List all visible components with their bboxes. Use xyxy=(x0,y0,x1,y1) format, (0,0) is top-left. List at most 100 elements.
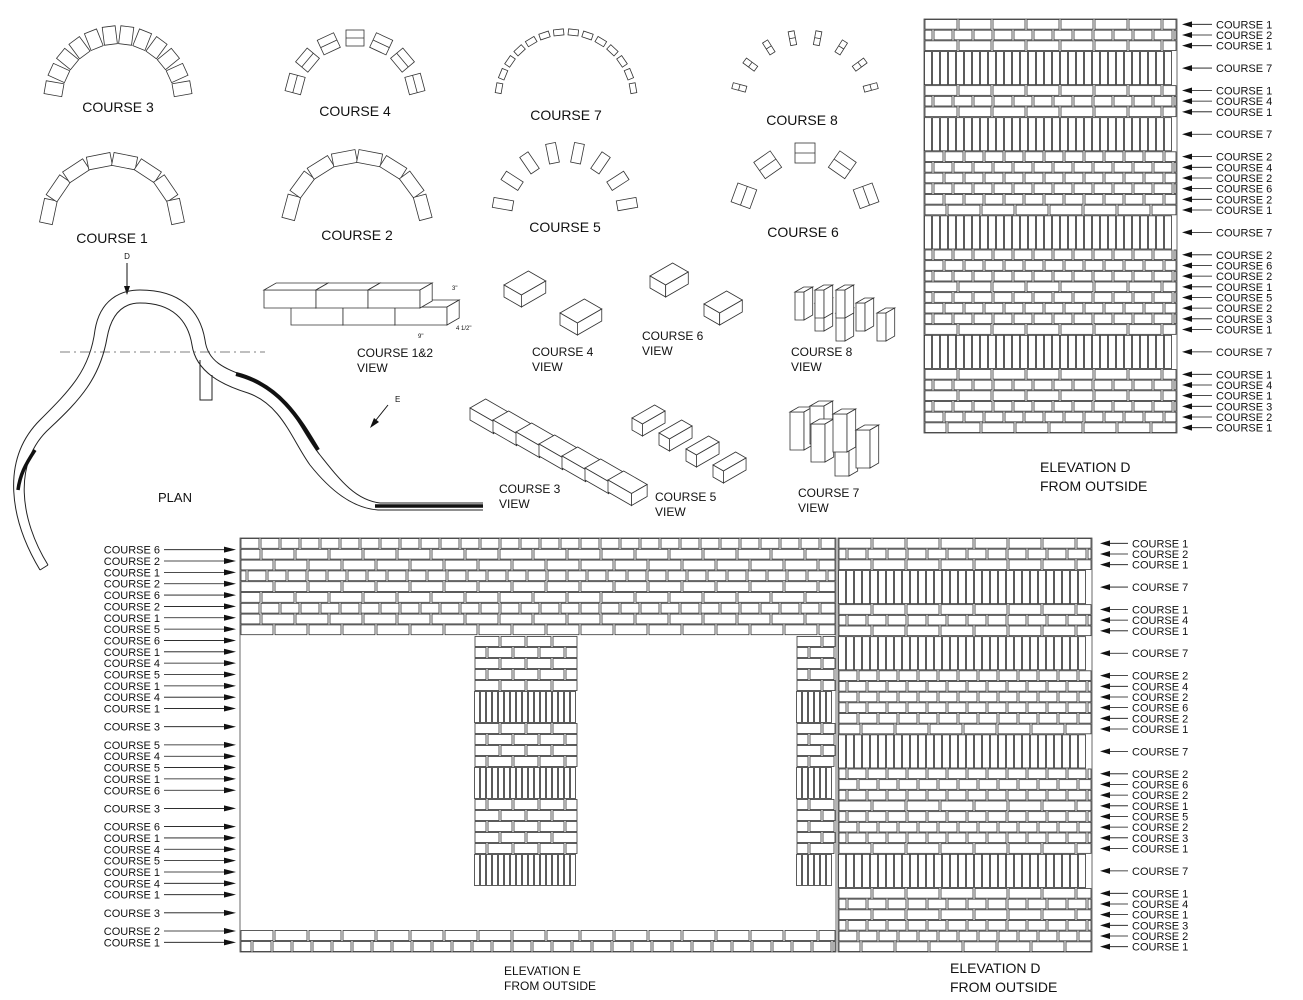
arc-brick xyxy=(68,36,91,60)
wall-brick xyxy=(1053,313,1073,325)
wall-outline xyxy=(923,18,1178,434)
wall-brick xyxy=(1013,249,1033,261)
wall-brick xyxy=(1148,51,1156,86)
wall-brick xyxy=(1007,789,1027,801)
wall-brick xyxy=(1087,811,1092,822)
wall-brick xyxy=(1026,40,1060,51)
wall-brick xyxy=(376,930,410,941)
wall-brick xyxy=(740,602,760,614)
wall-brick xyxy=(818,559,836,571)
wall-brick xyxy=(862,734,870,769)
wall-brick xyxy=(981,422,1015,433)
wall-brick xyxy=(1062,570,1070,605)
wall-brick xyxy=(924,260,944,271)
wall-brick xyxy=(1008,843,1042,854)
iso-brick xyxy=(703,290,744,326)
wall-brick xyxy=(1104,411,1124,423)
wall-brick xyxy=(993,270,1013,282)
wall-brick xyxy=(809,647,835,658)
course-label: COURSE 4 xyxy=(1216,380,1272,392)
wall-brick xyxy=(1058,691,1078,703)
wall-brick xyxy=(992,324,1026,335)
arc-brick xyxy=(379,154,408,180)
wall-brick xyxy=(329,613,363,625)
course-arrow xyxy=(224,880,236,887)
wall-brick xyxy=(838,636,846,671)
wall-brick xyxy=(822,723,836,734)
arc-brick xyxy=(500,170,524,191)
wall-brick xyxy=(498,854,504,886)
wall-brick xyxy=(452,941,472,952)
wall-brick xyxy=(295,592,329,603)
wall-brick xyxy=(1036,334,1044,369)
wall-brick xyxy=(635,592,669,603)
wall-brick xyxy=(984,151,1004,162)
course-label: COURSE 2 xyxy=(1216,271,1272,283)
wall-brick xyxy=(950,734,958,769)
wall-brick xyxy=(1052,215,1060,250)
wall-brick xyxy=(934,734,942,769)
arc-brick xyxy=(145,36,168,60)
course-label: COURSE 1 xyxy=(1132,844,1188,856)
wall-brick xyxy=(872,559,906,570)
course-label: COURSE 4 xyxy=(104,692,160,704)
course-label: COURSE 6 xyxy=(1216,184,1272,196)
wall-brick xyxy=(867,920,887,931)
course-label: COURSE 1 xyxy=(104,937,160,949)
wall-brick xyxy=(1128,390,1162,401)
wall-brick xyxy=(1094,106,1128,118)
iso-brick xyxy=(366,282,434,309)
arc-brick xyxy=(281,193,302,222)
wall-brick xyxy=(1100,215,1108,250)
wall-brick xyxy=(522,854,528,886)
arc-brick xyxy=(753,150,783,180)
course-label: COURSE 1 xyxy=(1216,19,1272,31)
iso-course-4 xyxy=(503,270,603,336)
iso-brick xyxy=(712,451,747,484)
wall-brick xyxy=(1038,779,1058,790)
wall-brick xyxy=(750,581,784,592)
wall-brick xyxy=(1117,204,1151,216)
wall-brick xyxy=(498,691,504,723)
iso-course-8 xyxy=(793,284,897,342)
course-arrow xyxy=(224,626,236,633)
wall-brick xyxy=(958,324,992,335)
wall-brick xyxy=(998,713,1018,724)
wall-brick xyxy=(993,95,1013,107)
wall-brick xyxy=(1012,51,1020,86)
wall-brick xyxy=(510,691,516,723)
plan-d-arrow-head xyxy=(124,286,130,295)
wall-brick xyxy=(1020,215,1028,250)
wall-brick xyxy=(1013,162,1033,173)
wall-brick xyxy=(964,334,972,369)
wall-brick xyxy=(910,570,918,605)
wall-brick xyxy=(1073,29,1093,41)
wall-brick xyxy=(838,811,847,822)
wall-brick xyxy=(1078,930,1092,942)
wall-brick xyxy=(614,559,648,571)
wall-brick xyxy=(440,602,460,614)
wall-brick xyxy=(878,713,898,724)
wall-brick xyxy=(933,249,953,261)
iso-brick xyxy=(631,404,666,437)
course-label: COURSE 1 xyxy=(1132,626,1188,638)
plan-wall-highlight-1 xyxy=(235,372,320,452)
wall-brick xyxy=(820,538,836,549)
wall-brick xyxy=(906,888,940,899)
wall-brick xyxy=(872,604,906,615)
course-arrow xyxy=(224,580,236,587)
wall-brick xyxy=(516,767,522,799)
wall-brick xyxy=(953,95,973,107)
wall-brick xyxy=(1092,334,1100,369)
wall-brick xyxy=(1027,702,1047,713)
wall-brick xyxy=(1173,249,1177,261)
wall-brick xyxy=(987,681,1007,692)
wall-brick xyxy=(614,581,648,592)
wall-brick xyxy=(964,411,984,423)
wall-brick xyxy=(1094,369,1128,380)
wall-brick xyxy=(992,85,1026,96)
wall-brick xyxy=(910,734,918,769)
course-label: COURSE 3 xyxy=(1132,833,1188,845)
wall-brick xyxy=(465,592,499,603)
wall-brick xyxy=(513,799,539,810)
